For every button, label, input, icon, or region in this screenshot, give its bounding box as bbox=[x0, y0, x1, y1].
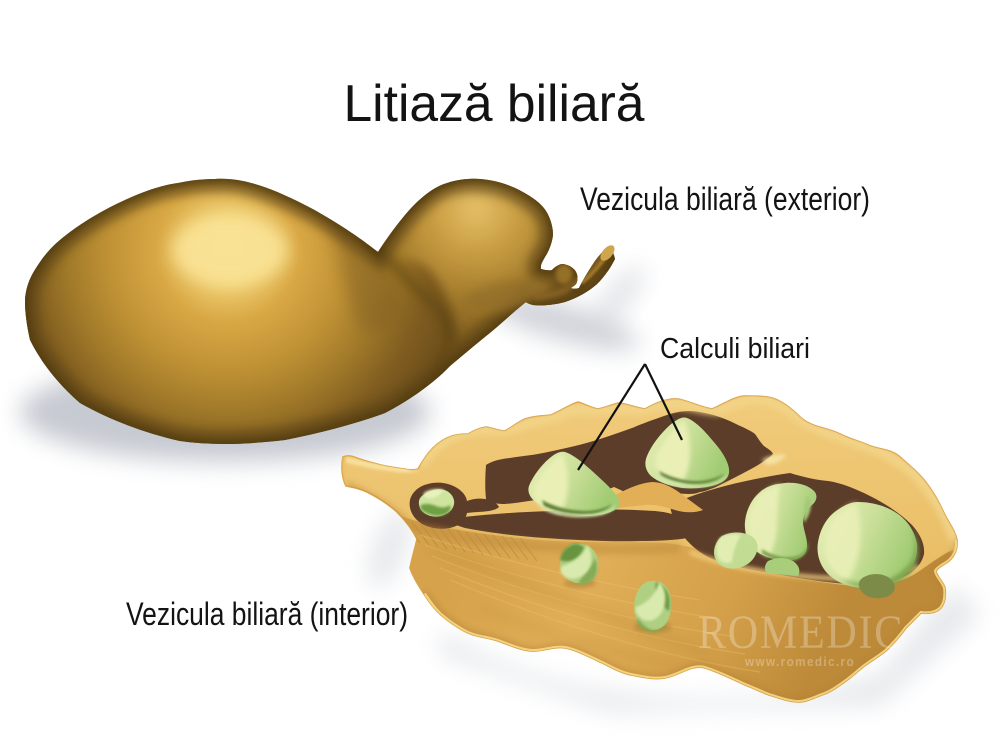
svg-text:www.romedic.ro: www.romedic.ro bbox=[744, 654, 855, 669]
svg-text:Vezicula biliară (interior): Vezicula biliară (interior) bbox=[126, 596, 408, 632]
svg-text:ROMEDIC: ROMEDIC bbox=[698, 606, 904, 659]
svg-text:Litiază biliară: Litiază biliară bbox=[344, 75, 645, 133]
svg-text:Calculi biliari: Calculi biliari bbox=[660, 333, 810, 365]
svg-text:Vezicula biliară (exterior): Vezicula biliară (exterior) bbox=[580, 181, 870, 217]
